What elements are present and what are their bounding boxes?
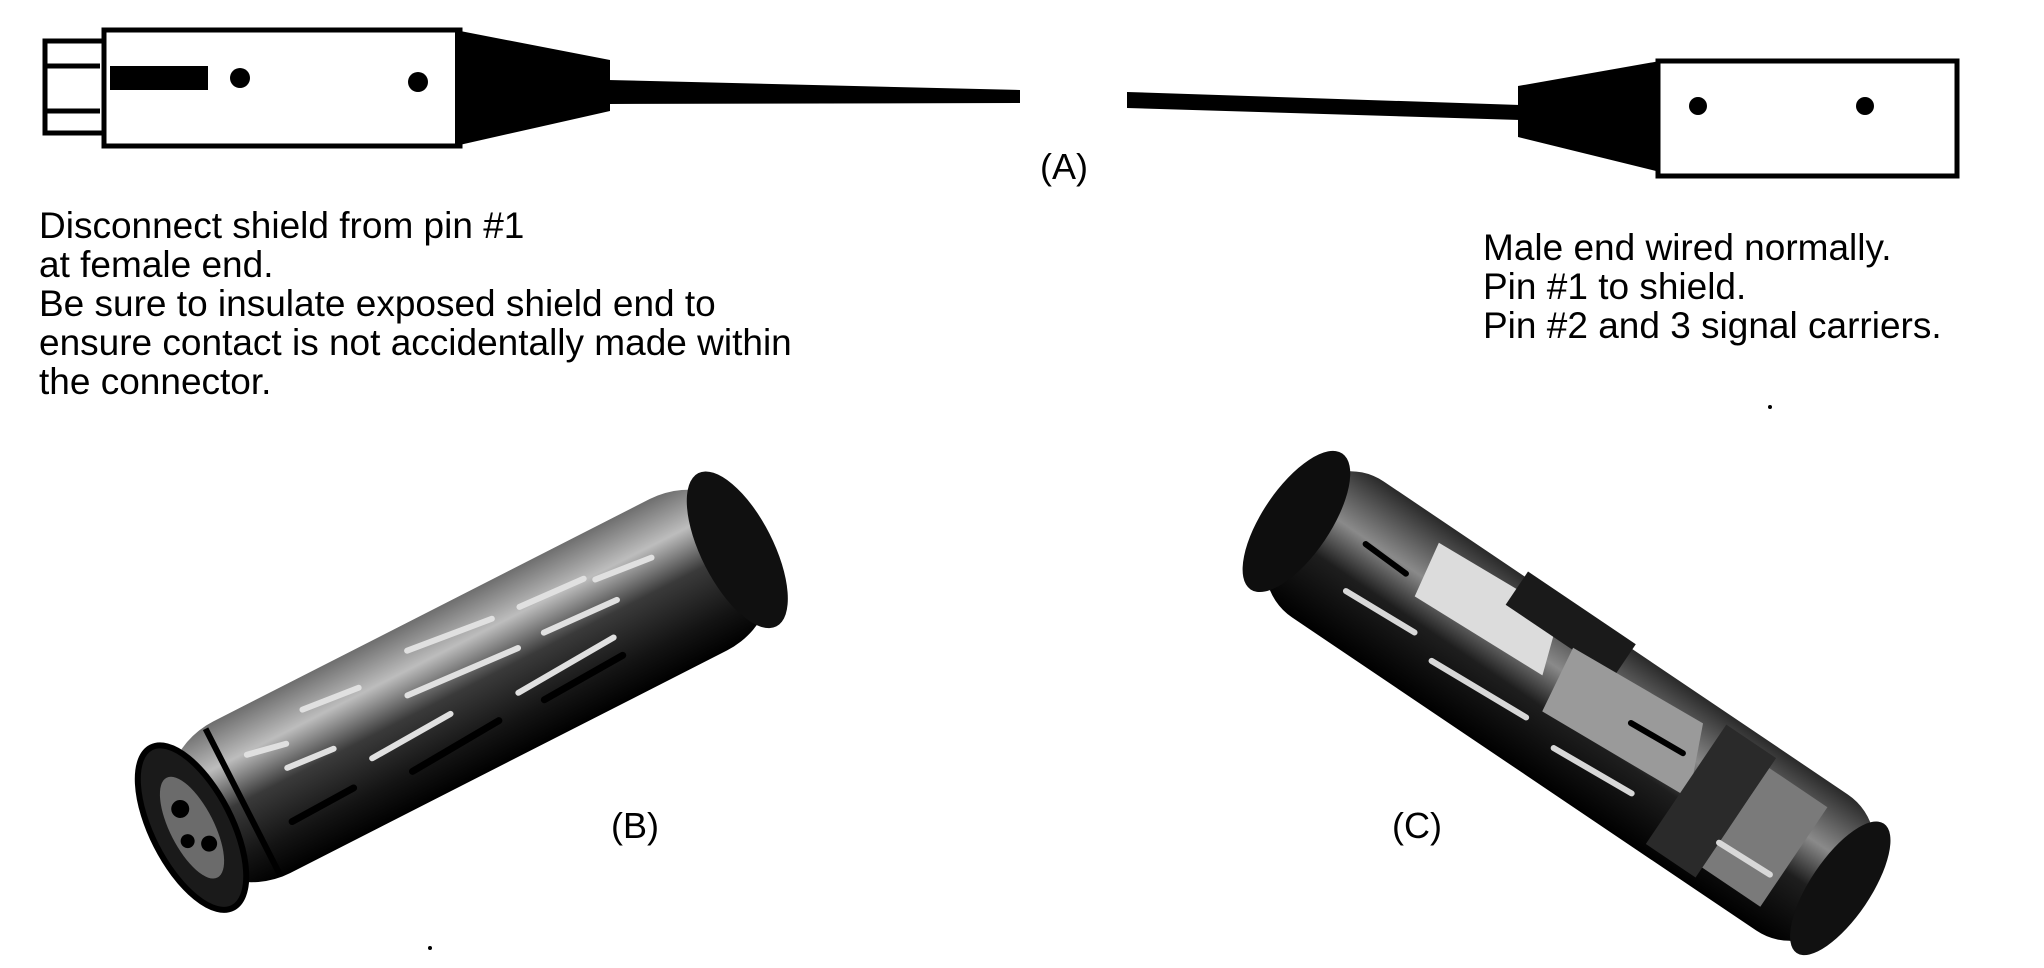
male-note-line: Pin #1 to shield.	[1483, 266, 1747, 307]
female-note-line: the connector.	[39, 361, 272, 402]
cable-right	[1127, 92, 1520, 120]
figure-label-b: (B)	[611, 805, 659, 846]
figure-label-c: (C)	[1392, 805, 1442, 846]
male-note-line: Pin #2 and 3 signal carriers.	[1483, 305, 1942, 346]
scan-speck	[1768, 405, 1772, 409]
cable-left	[608, 80, 1020, 104]
figure-label-a: (A)	[1040, 146, 1088, 187]
xlr-male-connector-icon	[1518, 58, 1960, 179]
inline-adapter-photo	[134, 471, 788, 913]
female-note-line: at female end.	[39, 244, 274, 285]
male-note-line: Male end wired normally.	[1483, 227, 1892, 268]
female-note-line: ensure contact is not accidentally made …	[39, 322, 792, 363]
scan-speck	[428, 946, 432, 950]
xlr-female-connector-icon	[42, 27, 610, 149]
female-note-line: Disconnect shield from pin #1	[39, 205, 525, 246]
female-note-line: Be sure to insulate exposed shield end t…	[39, 283, 716, 324]
xlr-adapter-photo	[1242, 450, 1891, 956]
